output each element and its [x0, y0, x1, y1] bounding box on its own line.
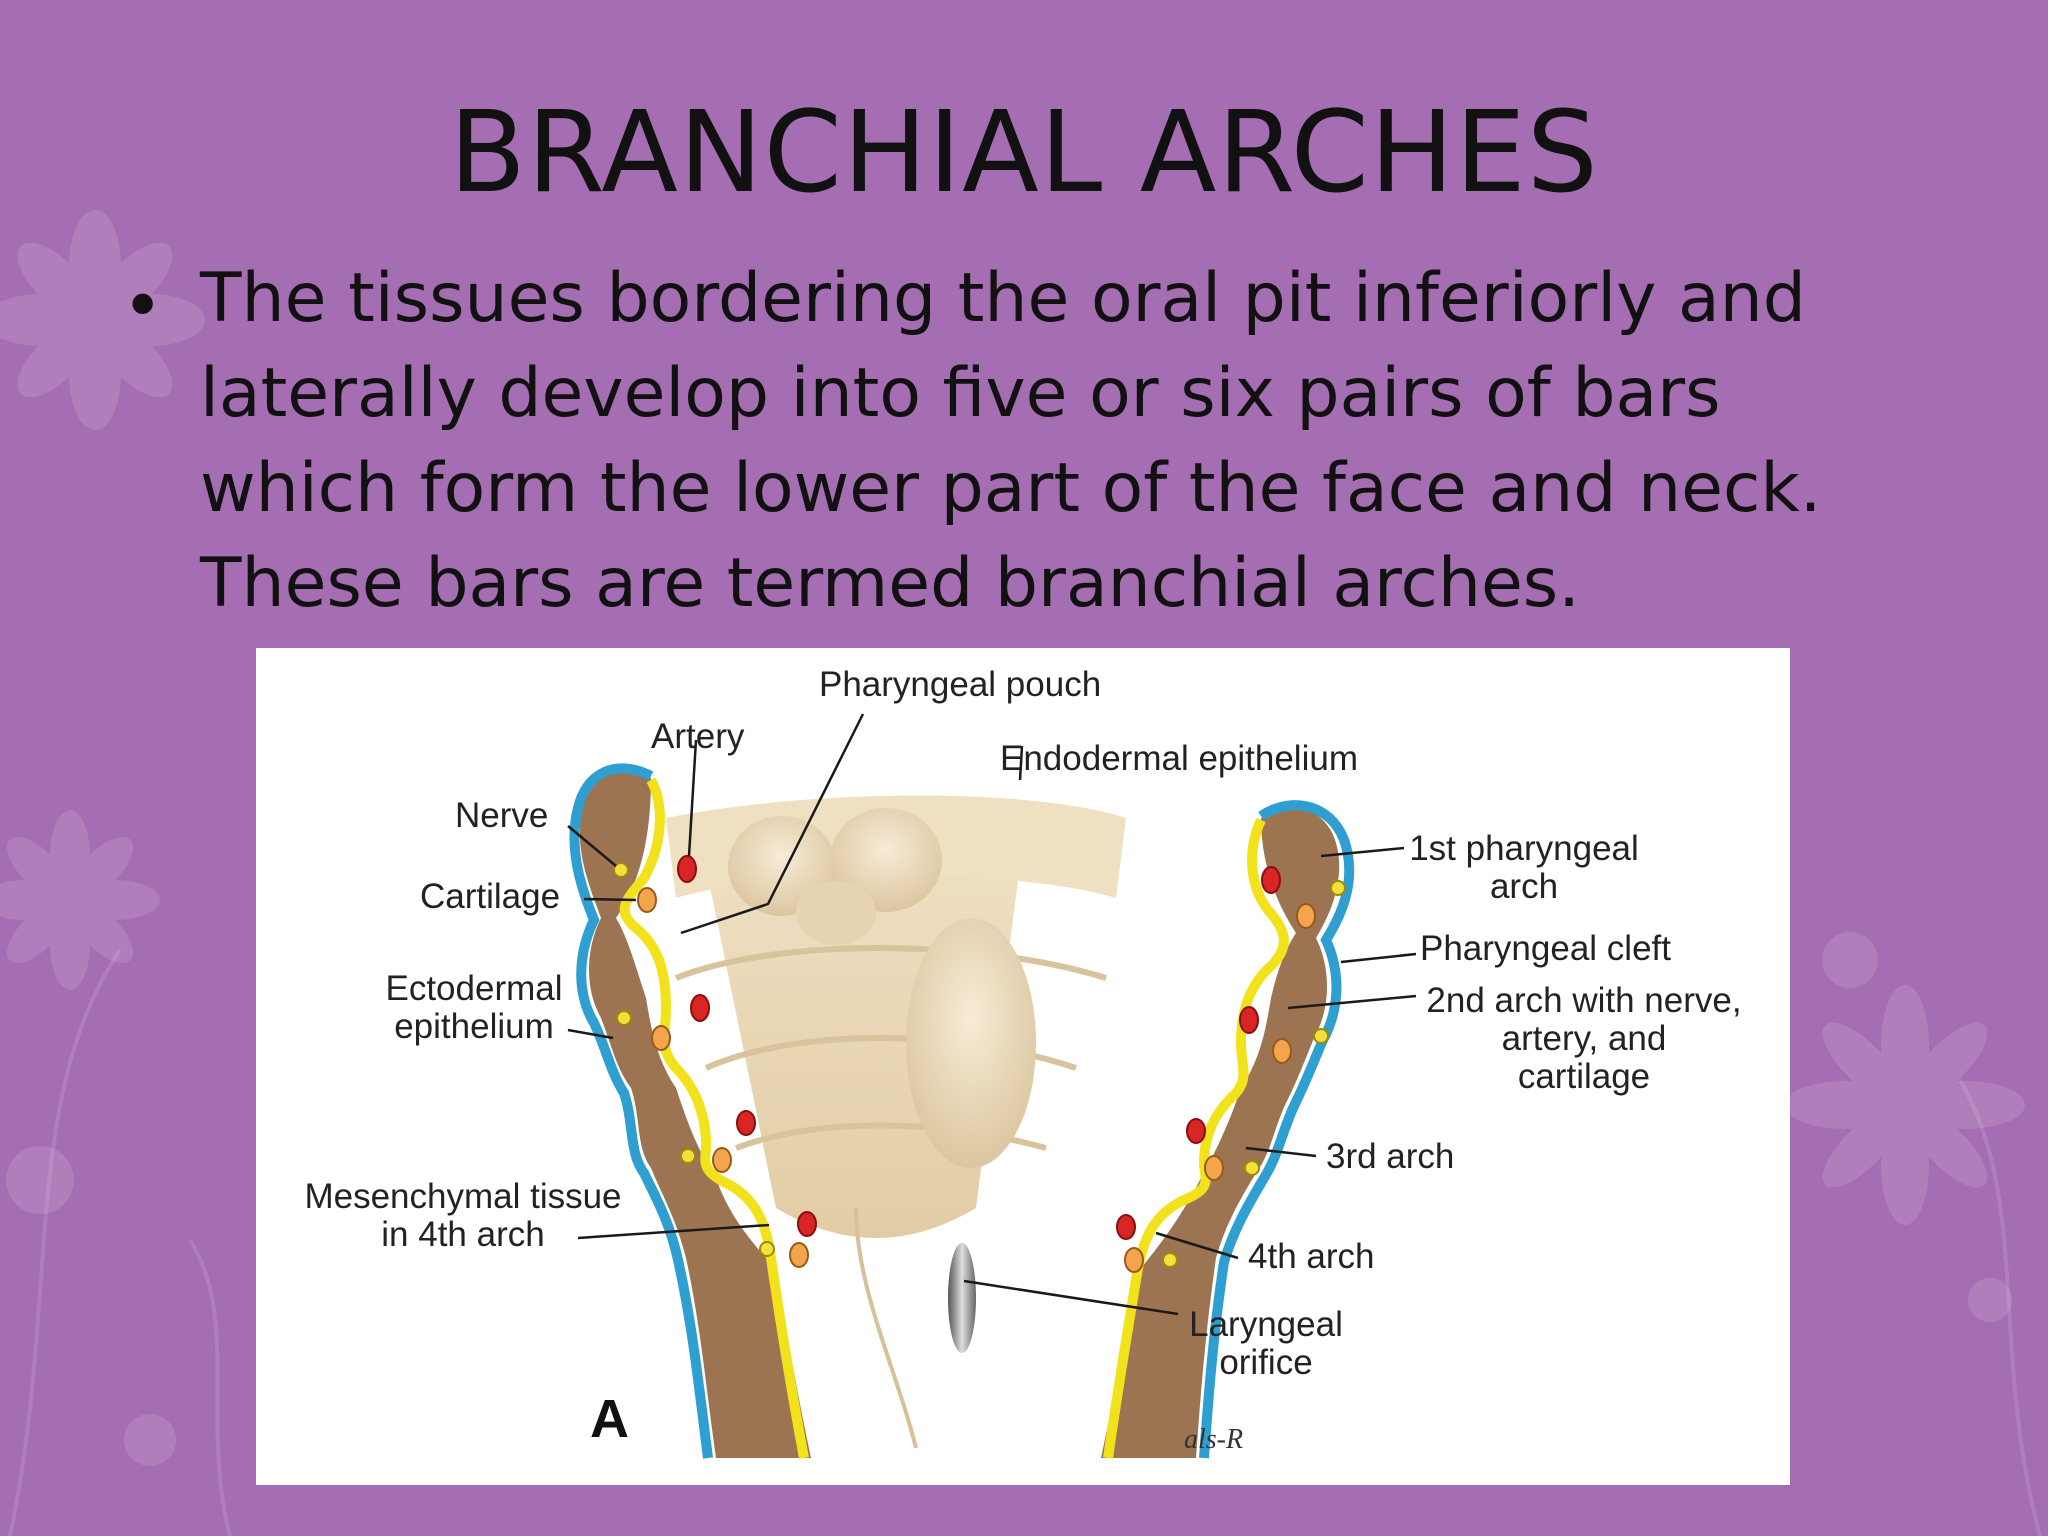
artist-signature: als-R	[1184, 1424, 1244, 1455]
label-pharyngeal-cleft: Pharyngeal cleft	[1420, 929, 1671, 968]
label-nerve: Nerve	[455, 796, 549, 835]
label-pharyngeal-pouch: Pharyngeal pouch	[819, 665, 1102, 704]
diagram-artwork	[567, 713, 1417, 1459]
leader-lines	[567, 713, 1417, 1316]
label-artery: Artery	[651, 717, 745, 756]
copula	[906, 918, 1036, 1168]
bullet-marker: •	[122, 265, 164, 347]
right-ectoderm	[1199, 800, 1355, 1459]
label-endodermal-epithelium: Endodermal epithelium	[1000, 739, 1358, 778]
bullet-text: The tissues bordering the oral pit infer…	[200, 259, 1822, 623]
nerve-dot	[613, 862, 629, 878]
label-mesenchymal-tissue: Mesenchymal tissue in 4th arch	[304, 1177, 622, 1254]
left-arch-mesenchyme	[579, 768, 811, 1458]
left-ectoderm	[569, 763, 713, 1459]
panel-letter: A	[590, 1389, 629, 1449]
tongue-swelling-right	[830, 808, 942, 912]
label-ectodermal-epithelium: Ectodermal epithelium	[385, 969, 563, 1046]
right-arch-structures	[1116, 866, 1346, 1273]
label-third-arch: 3rd arch	[1326, 1137, 1455, 1176]
slide-title: BRANCHIAL ARCHES	[449, 88, 1599, 218]
left-endoderm	[619, 777, 809, 1459]
artery-dot	[677, 855, 697, 883]
cartilage-dot	[637, 887, 657, 913]
left-arch-structures	[613, 855, 817, 1268]
label-cartilage: Cartilage	[420, 877, 561, 916]
laryngeal-orifice	[948, 1243, 976, 1353]
label-second-arch: 2nd arch with nerve, artery, and cartila…	[1426, 981, 1742, 1096]
label-fourth-arch: 4th arch	[1248, 1237, 1375, 1276]
label-laryngeal-orifice: Laryngeal orifice	[1189, 1305, 1343, 1382]
branchial-arches-diagram: Pharyngeal pouch Artery Endodermal epith…	[256, 648, 1790, 1485]
right-arch-mesenchyme	[1101, 807, 1340, 1458]
label-first-pharyngeal-arch: 1st pharyngeal arch	[1409, 829, 1639, 906]
